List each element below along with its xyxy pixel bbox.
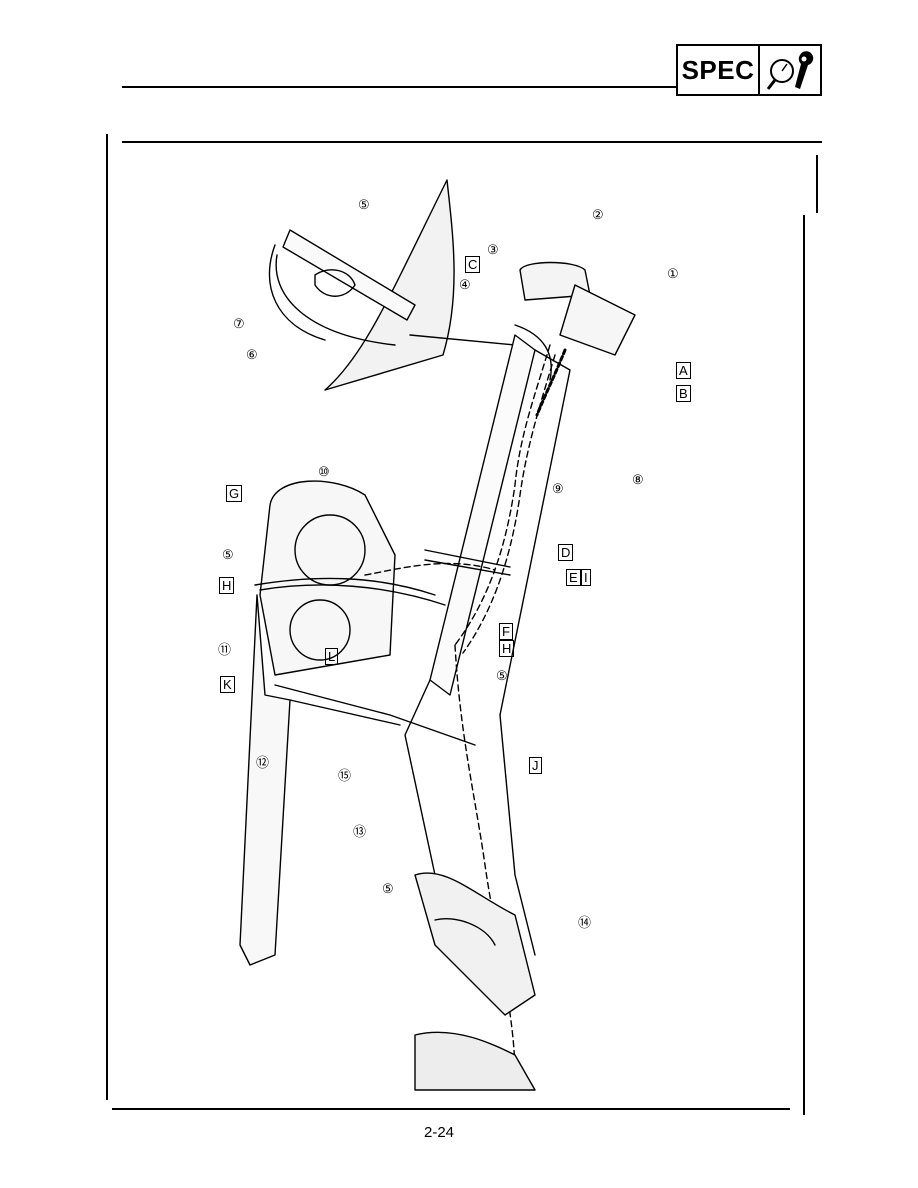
rear-fender [414, 872, 536, 1016]
callout-C: C [465, 256, 481, 273]
spec-label: SPEC [678, 46, 760, 94]
footer-rule [112, 1108, 790, 1110]
callout-5-mid-right: ⑤ [496, 668, 508, 683]
callout-A: A [676, 362, 691, 379]
callout-10: ⑩ [318, 464, 330, 479]
callout-J: J [529, 757, 542, 774]
callout-4: ④ [459, 277, 471, 292]
callout-7: ⑦ [233, 316, 245, 331]
spec-badge: SPEC [676, 44, 822, 96]
callout-15: ⑮ [338, 768, 352, 783]
callout-H-right: H [499, 640, 515, 657]
callout-H-left: H [219, 577, 235, 594]
callout-6: ⑥ [246, 347, 258, 362]
callout-I: I [581, 569, 591, 586]
callout-2: ② [592, 207, 604, 222]
left-margin-rule [106, 134, 108, 1100]
callout-3: ③ [487, 242, 499, 257]
callout-5-top: ⑤ [358, 197, 370, 212]
callout-9: ⑨ [552, 481, 564, 496]
callout-14: ⑭ [578, 915, 592, 930]
right-margin-rule [803, 215, 805, 1115]
swingarm [239, 594, 291, 966]
frame-main-tube [429, 334, 536, 696]
gauge-wrench-icon [760, 46, 820, 94]
callout-1: ① [667, 266, 679, 281]
right-margin-rule-upper [816, 155, 818, 213]
callout-11: ⑪ [218, 642, 232, 657]
callout-G: G [226, 485, 243, 502]
section-top-rule [122, 141, 822, 143]
callout-12: ⑫ [256, 755, 270, 770]
page-number: 2-24 [424, 1124, 455, 1141]
callout-5-mid-left: ⑤ [222, 547, 234, 562]
callout-F: F [499, 623, 513, 640]
callout-8: ⑧ [632, 472, 644, 487]
callout-5-bottom: ⑤ [382, 881, 394, 896]
callout-D: D [558, 544, 574, 561]
callout-L: L [325, 648, 339, 665]
callout-13: ⑬ [353, 824, 367, 839]
front-fender [324, 179, 455, 391]
header-rule [122, 86, 678, 88]
callout-K: K [220, 676, 235, 693]
callout-E: E [566, 569, 581, 586]
cable-routing-diagram [239, 179, 636, 1091]
callout-B: B [676, 385, 691, 402]
